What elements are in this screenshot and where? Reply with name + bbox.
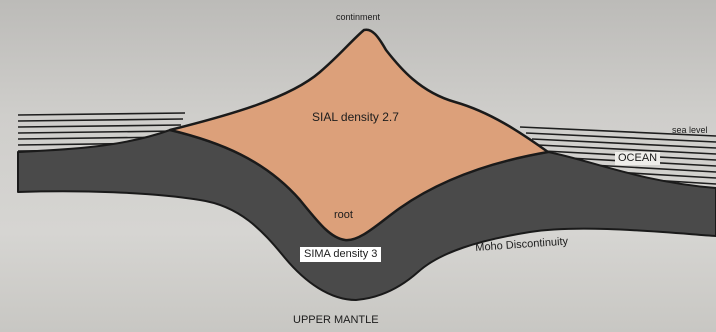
root-label: root: [334, 210, 353, 221]
upper-mantle-label: UPPER MANTLE: [293, 315, 379, 326]
continent-label: continment: [336, 13, 380, 22]
sial-label: SIAL density 2.7: [312, 111, 399, 123]
sea-level-label: sea level: [672, 126, 708, 135]
ocean-label: OCEAN: [615, 152, 660, 165]
sima-label: SIMA density 3: [300, 247, 381, 262]
